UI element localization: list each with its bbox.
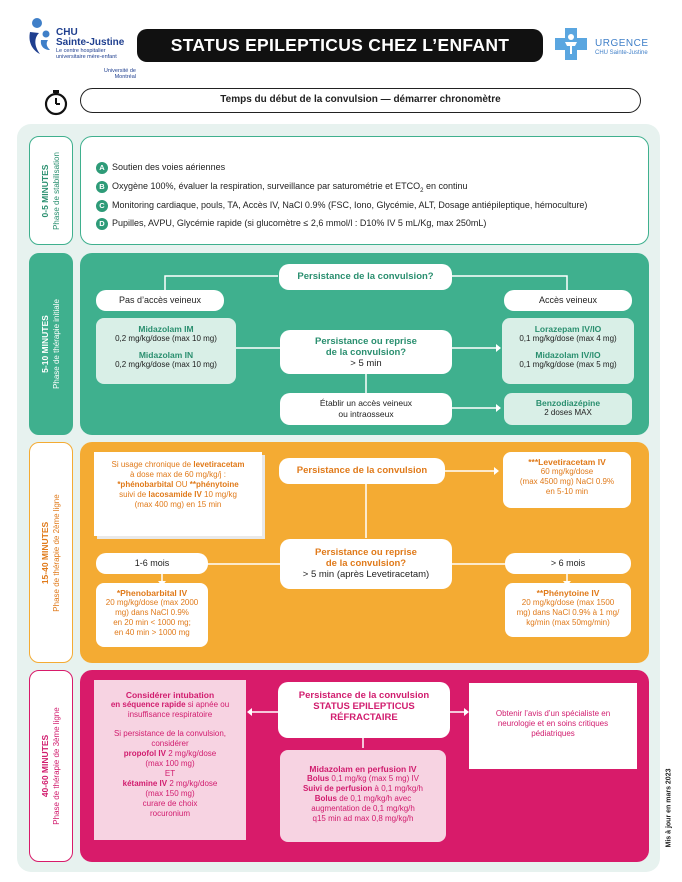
updated-date: Mis à jour en mars 2023 — [665, 768, 673, 848]
s3-mid-question: Persistance ou reprise de la convulsion?… — [280, 539, 452, 589]
s3-phenobarbital-card: *Phenobarbital IV 20 mg/kg/dose (max 200… — [96, 583, 208, 647]
page-title: STATUS EPILEPTICUS CHEZ L’ENFANT — [137, 29, 543, 62]
s2-top-question: Persistance de la convulsion? — [279, 264, 452, 290]
section3-sidebar: 15-40 MINUTES Phase de thérapie de 2ème … — [29, 442, 73, 663]
s2-mid-question: Persistance ou reprise de la convulsion?… — [280, 330, 452, 374]
s2-benzodiazepine-card: Benzodiazépine 2 doses MAX — [504, 393, 632, 425]
s4-refractory-box: Persistance de la convulsion STATUS EPIL… — [278, 682, 450, 738]
s2-midazolam-im-in-card: Midazolam IM 0,2 mg/kg/dose (max 10 mg) … — [96, 318, 236, 384]
universite-montreal: Université de Montréal — [103, 68, 136, 80]
section3-phase: Phase de thérapie de 2ème ligne — [52, 493, 61, 612]
s3-levetiracetam-card: ***Levetiracetam IV 60 mg/kg/dose (max 4… — [503, 452, 631, 508]
s4-midazolam-infusion-card: Midazolam en perfusion IV Bolus 0,1 mg/k… — [280, 750, 446, 842]
s3-chronic-levetiracetam-note: Si usage chronique de levetiracetam à do… — [94, 452, 262, 536]
urgence-subtext: CHU Sainte-Justine — [595, 50, 648, 56]
section1-phase: Phase de stabilisation — [52, 151, 61, 230]
badge-a: A — [96, 161, 108, 174]
s2-access-box: Établir un accès veineux ou intraosseux — [280, 393, 452, 425]
section1-panel — [80, 136, 649, 245]
chu-mother-child-icon — [29, 18, 50, 54]
section4-time: 40-60 MINUTES — [40, 734, 50, 798]
chu-tagline: Le centre hospitalier universitaire mère… — [56, 48, 117, 60]
badge-d: D — [96, 217, 108, 230]
stopwatch-icon — [44, 90, 68, 116]
s2-no-iv-header: Pas d’accès veineux — [96, 290, 224, 311]
urgence-logo: URGENCE CHU Sainte-Justine — [553, 26, 663, 66]
chu-logo: CHU Sainte-Justine Le centre hospitalier… — [26, 14, 136, 80]
section4-sidebar: 40-60 MINUTES Phase de thérapie de 3ème … — [29, 670, 73, 862]
s2-lorazepam-midazolam-card: Lorazepam IV/IO 0,1 mg/kg/dose (max 4 mg… — [502, 318, 634, 384]
badge-c: C — [96, 199, 108, 212]
section2-phase: Phase de thérapie initiale — [52, 299, 61, 389]
s2-iv-header: Accès veineux — [504, 290, 632, 311]
section2-time: 5-10 MINUTES — [40, 315, 50, 373]
s4-specialist-card: Obtenir l’avis d’un spécialiste en neuro… — [469, 683, 637, 769]
section4-phase: Phase de thérapie de 3ème ligne — [52, 707, 61, 825]
section3-time: 15-40 MINUTES — [40, 521, 50, 584]
s3-age-over-6-months: > 6 mois — [505, 553, 631, 574]
section2-sidebar: 5-10 MINUTES Phase de thérapie initiale — [29, 253, 73, 435]
section4-connectors — [247, 708, 469, 748]
s3-phenytoine-card: **Phénytoine IV 20 mg/kg/dose (max 1500 … — [505, 583, 631, 637]
timer-instruction: Temps du début de la convulsion — démarr… — [80, 88, 641, 113]
medical-cross-icon — [555, 28, 587, 60]
s3-age-1-6-months: 1-6 mois — [96, 553, 208, 574]
section1-time: 0-5 MINUTES — [40, 164, 50, 217]
s4-intubation-card: Considérer intubation en séquence rapide… — [94, 680, 246, 840]
s3-top-question: Persistance de la convulsion — [279, 458, 445, 484]
urgence-text: URGENCE — [595, 38, 649, 49]
section1-sidebar: 0-5 MINUTES Phase de stabilisation — [29, 136, 73, 245]
badge-b: B — [96, 180, 108, 193]
chu-name: CHU Sainte-Justine — [56, 27, 125, 48]
